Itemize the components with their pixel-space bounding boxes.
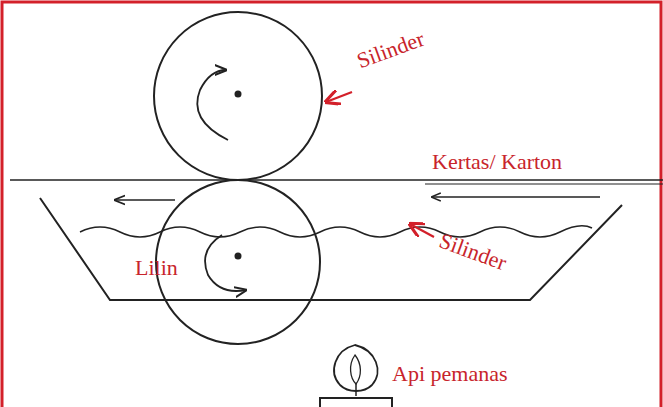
leader-arrow xyxy=(326,92,352,102)
part-label: Kertas/ Karton xyxy=(432,150,562,174)
bottom-cylinder xyxy=(156,180,320,344)
paper-line xyxy=(425,183,663,184)
top-cylinder xyxy=(154,12,322,180)
wick xyxy=(355,384,357,396)
leader-arrow xyxy=(410,224,434,237)
rotation-arrow xyxy=(205,235,246,291)
direction-arrow xyxy=(115,199,175,201)
wax-tray xyxy=(40,198,622,300)
part-label: Api pemanas xyxy=(392,362,507,386)
candle-body xyxy=(320,398,392,407)
part-label: Lilin xyxy=(135,256,178,280)
axle-dot xyxy=(235,91,242,98)
paper-line xyxy=(10,179,663,181)
direction-arrow xyxy=(432,196,600,197)
axle-dot xyxy=(235,253,242,260)
wax-surface xyxy=(80,226,592,237)
flame-core xyxy=(351,355,361,384)
part-label: Silinder xyxy=(354,27,428,74)
rotation-arrow xyxy=(197,70,228,140)
